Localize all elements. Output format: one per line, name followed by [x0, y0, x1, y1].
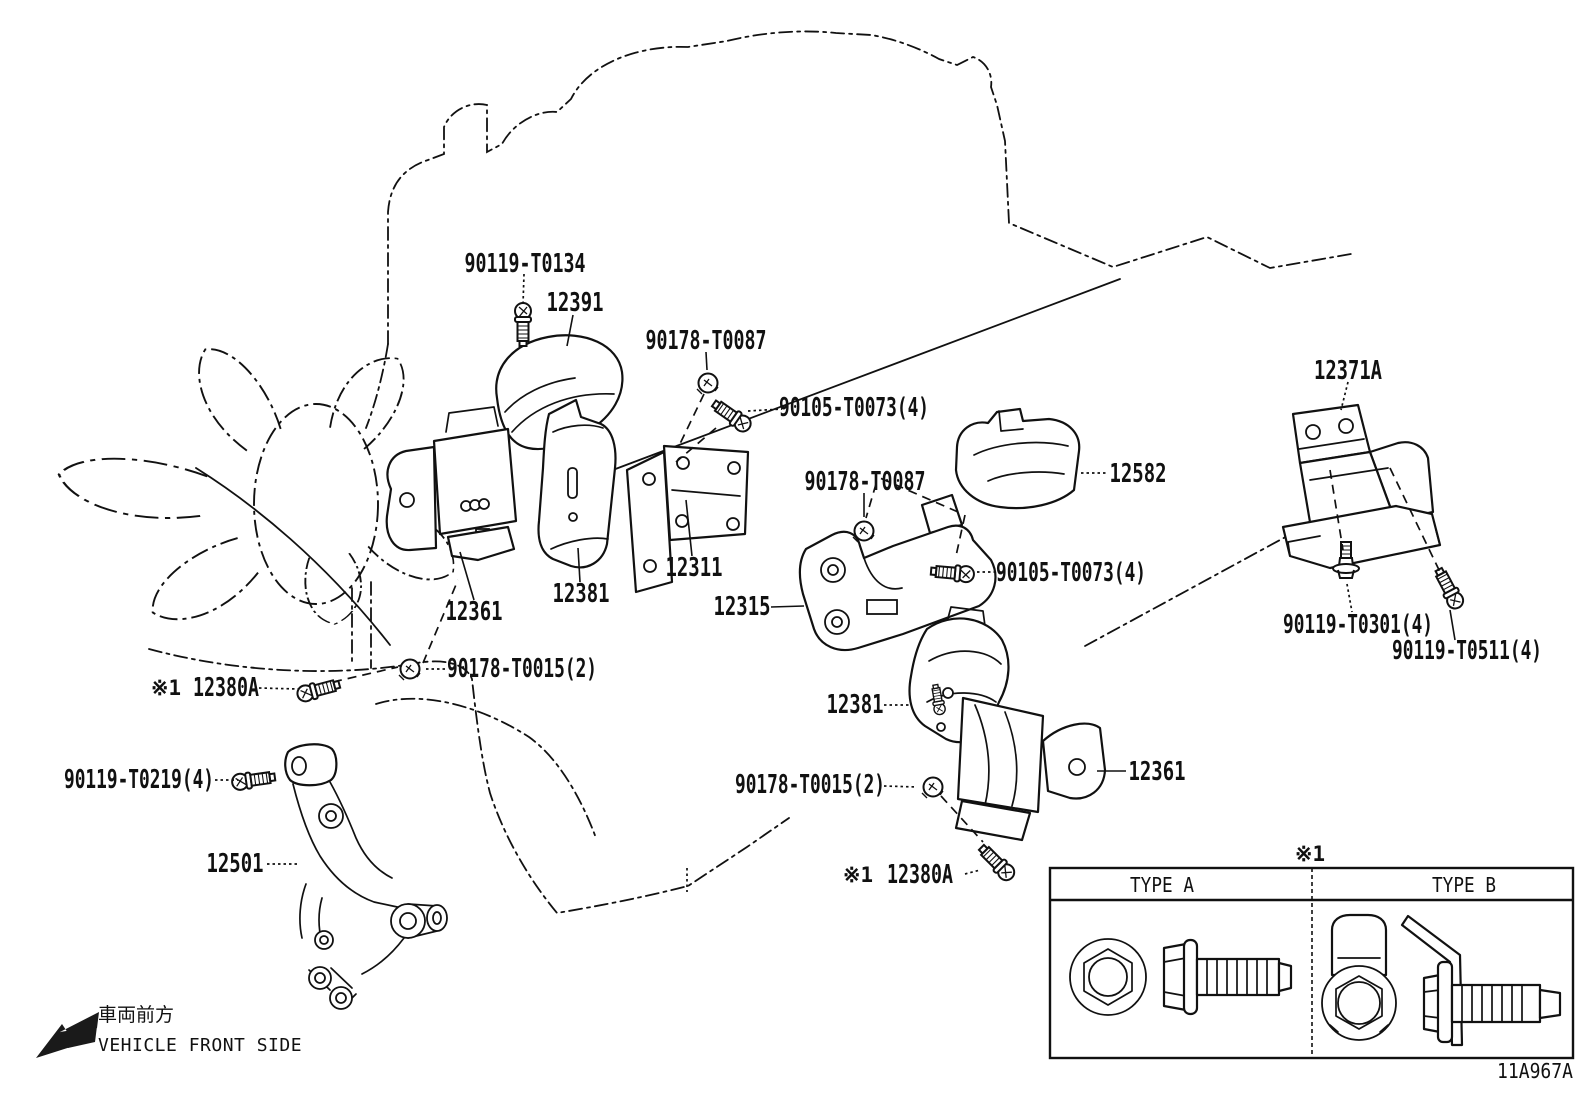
footnote-mark-a: ※1: [151, 676, 181, 700]
engine-outline: [148, 30, 1352, 914]
legend-footnote-mark: ※1: [1295, 842, 1325, 866]
legend-col-type-b: TYPE B: [1432, 873, 1496, 897]
part-label-12361-a: 12361: [446, 597, 503, 627]
legend-table: ※1 TYPE A TYPE B: [1048, 842, 1575, 1060]
bolt-icon: [1430, 564, 1467, 613]
part-12501-drawing: [284, 743, 448, 1010]
leader-lines: [215, 273, 1456, 875]
type-a-bolt-drawing: [1069, 938, 1293, 1016]
vehicle-front-indicator: 車両前方 VEHICLE FRONT SIDE: [36, 1004, 302, 1058]
part-12582-drawing: [954, 407, 1081, 510]
part-label-90178-T0087-b: 90178-T0087: [805, 467, 926, 497]
part-label-12582: 12582: [1110, 459, 1167, 489]
part-label-12381-b: 12381: [827, 690, 884, 720]
footnote-mark-b: ※1: [843, 863, 873, 887]
part-label-90119-T0134: 90119-T0134: [465, 249, 586, 279]
part-label-12315: 12315: [714, 592, 771, 622]
part-label-12361-b: 12361: [1129, 757, 1186, 787]
part-label-90119-T0301: 90119-T0301(4): [1283, 610, 1433, 640]
part-label-12380A-a: 12380A: [193, 673, 259, 703]
part-12381-front-drawing: [537, 398, 617, 569]
front-label-jp: 車両前方: [98, 1004, 174, 1026]
part-label-90178-T0087-a: 90178-T0087: [646, 326, 767, 356]
nut-icon: [921, 776, 944, 799]
part-12315-drawing: [798, 493, 997, 652]
diagram-code: 11A967A: [1497, 1059, 1573, 1083]
part-label-90105-T0073-b: 90105-T0073(4): [996, 558, 1146, 588]
part-12371A-drawing: [1281, 403, 1442, 570]
nut-icon: [696, 372, 719, 395]
part-label-12501: 12501: [207, 849, 264, 879]
part-label-12381-a: 12381: [553, 579, 610, 609]
part-label-90119-T0511: 90119-T0511(4): [1392, 636, 1542, 666]
type-b-bolt-drawing: [1321, 913, 1562, 1047]
front-arrow-icon-tail: [60, 1026, 97, 1048]
part-12361-front-drawing: [385, 406, 518, 562]
part-label-12371A: 12371A: [1314, 356, 1382, 386]
part-label-12380A-b: 12380A: [887, 860, 953, 890]
part-label-90178-T0015-a: 90178-T0015(2): [447, 654, 597, 684]
part-label-12311: 12311: [666, 553, 723, 583]
part-12311-drawing: [625, 444, 750, 594]
bolt-icon: [514, 302, 532, 347]
bolt-icon: [974, 840, 1019, 885]
nut-icon: [398, 658, 421, 681]
part-label-90105-T0073-a: 90105-T0073(4): [779, 393, 929, 423]
part-12361-rear-drawing: [929, 683, 1107, 842]
bolt-icon: [294, 675, 343, 705]
front-arrow-icon: [36, 1012, 99, 1058]
front-label-en: VEHICLE FRONT SIDE: [98, 1035, 302, 1056]
legend-col-type-a: TYPE A: [1130, 873, 1194, 897]
part-labels: 90119-T0134 12391 90178-T0087 90105-T007…: [64, 249, 1542, 890]
part-label-12391: 12391: [547, 288, 604, 318]
part-label-90119-T0219: 90119-T0219(4): [64, 765, 214, 795]
part-label-90178-T0015-b: 90178-T0015(2): [735, 770, 885, 800]
